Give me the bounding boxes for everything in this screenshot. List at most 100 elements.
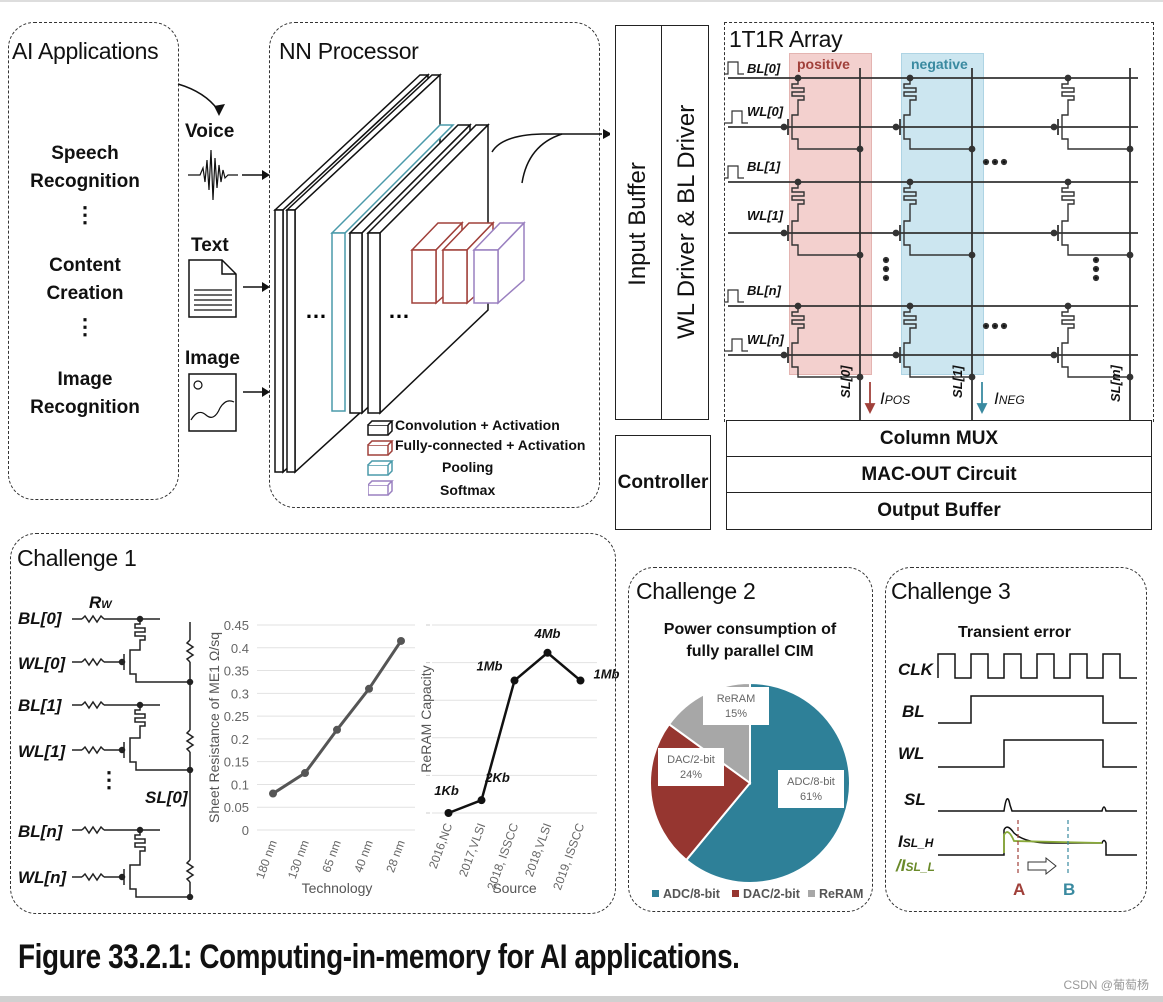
array-row-label-bl1: BL[1] (747, 159, 781, 174)
negative-label: negative (911, 56, 968, 72)
image-label: Image (185, 348, 240, 369)
ellipsis-1: ⋮ (74, 202, 96, 227)
array-row-label-bl0: BL[0] (747, 61, 781, 76)
wl-pulse-icon (724, 338, 748, 352)
i-pos-label: IPOS (880, 389, 910, 409)
resistor-icon (81, 872, 105, 882)
y-tick-label: 0.45 (224, 618, 249, 633)
sl1-label: SL[1] (950, 365, 965, 399)
node-dot (892, 123, 900, 131)
challenge2-panel (628, 567, 873, 912)
data-point (397, 636, 405, 645)
node-dot (892, 351, 900, 359)
array-schematic (724, 61, 1138, 420)
resistor-icon (185, 859, 195, 883)
node-dot (780, 229, 788, 237)
resistor-bg (186, 640, 194, 662)
y-axis-label: Sheet Resistance of ME1 Ω/sq (206, 632, 222, 823)
rram-cell (129, 619, 190, 683)
bl-waveform (938, 695, 1137, 724)
ellipsis-dot (991, 322, 999, 330)
rw-sub: W (101, 599, 112, 611)
arrowhead-icon (214, 104, 225, 116)
resistor-icon (185, 639, 195, 663)
resistor-bg (186, 730, 194, 752)
curved-arrow-icon (177, 83, 219, 111)
ellipsis-dot (982, 158, 990, 166)
data-label: 4Mb (534, 626, 561, 641)
x-tick-label: 2019, ISSCC (550, 821, 587, 892)
rram-cell (1061, 182, 1130, 256)
c1-sl0-label: SL[0] (145, 788, 188, 807)
pie-label-value: 61% (800, 791, 822, 803)
isl-l-waveform (1003, 831, 1103, 853)
input-buffer-label: Input Buffer (624, 162, 651, 286)
array-panel (724, 22, 1154, 422)
pie-label-value: 15% (725, 708, 747, 720)
c1-label-bln: BL[n] (18, 822, 63, 841)
y-tick-label: 0.35 (224, 664, 249, 679)
wl-pulse-icon (724, 110, 748, 124)
bl-pulse-icon (724, 61, 744, 75)
c1-label-wl1: WL[1] (18, 742, 66, 761)
bl-pulse-icon (724, 165, 744, 179)
rram-cell (903, 78, 972, 150)
data-point (477, 796, 486, 805)
i-pos-main: I (880, 389, 885, 408)
legend-fc-label: Fully-connected + Activation (395, 437, 586, 453)
resistor-icon (81, 745, 105, 755)
legend-fc-swatch (367, 440, 394, 456)
watermark: CSDN @葡萄杨 (1063, 978, 1149, 992)
signal-label-wl: WL (898, 744, 925, 763)
figure-caption: Figure 33.2.1: Computing-in-memory for A… (18, 938, 740, 976)
column-mux-block: Column MUX (726, 420, 1152, 458)
data-point (444, 809, 453, 817)
nn-layers-diagram: … … (273, 73, 610, 476)
nn-processor-title: NN Processor (279, 38, 419, 64)
ellipsis-layers-1: … (305, 298, 327, 323)
y-tick-label: 0.15 (224, 755, 249, 770)
voice-label: Voice (185, 121, 235, 142)
ai-applications-title: AI Applications (12, 38, 159, 64)
legend-softmax-swatch (368, 480, 394, 496)
ellipsis-2: ⋮ (74, 314, 96, 339)
array-row-label-bln: BL[n] (747, 283, 781, 298)
rram-cell (1061, 306, 1130, 378)
pie-label-value: 24% (680, 769, 702, 781)
challenge1-panel (10, 533, 616, 914)
data-label: 1Kb (434, 783, 459, 798)
isl-l-main: /I (896, 856, 906, 875)
app-image-recognition: Image Recognition (30, 369, 140, 418)
data-point (510, 676, 519, 685)
y-tick-label: 0.4 (231, 641, 249, 656)
driver-block (661, 25, 709, 420)
c1-label-wl0: WL[0] (18, 654, 66, 673)
signal-label-clk: CLK (898, 660, 933, 679)
output-arrow (491, 133, 602, 153)
x-tick-label: 130 nm (285, 838, 312, 880)
resistor-icon (81, 700, 105, 710)
isl-h-sub: SL_H (902, 836, 934, 850)
transient-error-title: Transient error (958, 624, 1071, 641)
legend-swatch (808, 890, 815, 897)
marker-a-label: A (1013, 880, 1026, 899)
slm-label: SL[m] (1108, 365, 1123, 402)
controller-block: Controller (615, 435, 711, 530)
ellipsis-dot (1092, 274, 1100, 282)
ellipsis-dot (1000, 158, 1008, 166)
resistor-icon (81, 825, 105, 835)
input-icons (177, 83, 270, 432)
app-speech-recognition: Speech Recognition (30, 143, 140, 192)
pie-label-name: ADC/8-bit (787, 776, 835, 788)
x-tick-label: 2018,VLSI (522, 821, 554, 878)
legend-softmax-label: Softmax (440, 482, 496, 498)
legend-label: ReRAM (819, 887, 863, 901)
y-tick-label: 0.3 (231, 686, 249, 701)
x-tick-label: 40 nm (351, 838, 376, 874)
rram-cell (903, 182, 972, 256)
i-neg-arrowhead (976, 403, 988, 415)
data-point (576, 676, 585, 685)
y-axis-label: ReRAM Capacity (418, 665, 434, 772)
challenge3-title: Challenge 3 (891, 578, 1011, 604)
